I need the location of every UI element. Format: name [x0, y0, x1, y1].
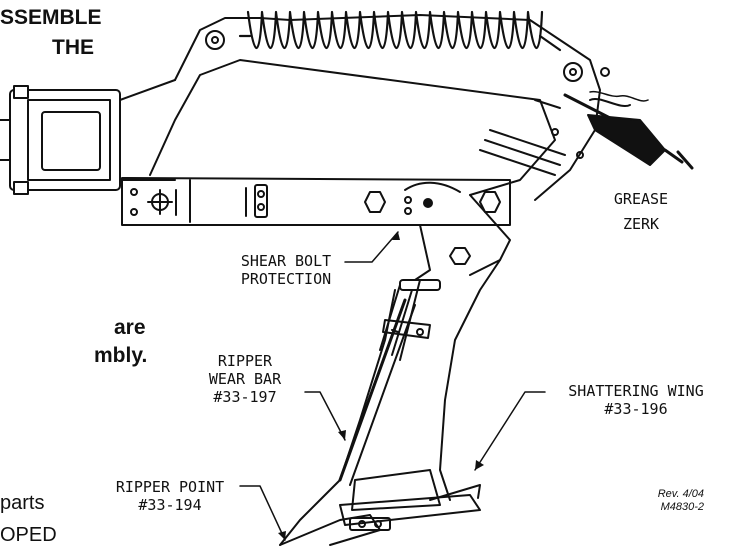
grease-zerk — [563, 90, 694, 170]
ripper-point-label-line-2: #33-194 — [138, 496, 202, 514]
shattering-wing — [339, 469, 481, 526]
shear-bolt-label: SHEAR BOLT PROTECTION — [228, 252, 344, 288]
instruction-text-line-5: parts — [0, 492, 45, 514]
ripper-wear-bar — [338, 298, 416, 486]
wear-bar-label-line-2: WEAR BAR — [208, 370, 282, 388]
instruction-text-line-6: OPED — [0, 524, 57, 546]
wear-bar-leader — [304, 391, 346, 441]
shattering-wing-label-line-1: SHATTERING WING — [568, 382, 704, 400]
shattering-wing-leader — [474, 391, 546, 471]
shank-plate — [121, 177, 511, 276]
wear-bar-label-line-1: RIPPER — [217, 352, 273, 370]
shattering-wing-label-line-2: #33-196 — [604, 400, 668, 418]
instruction-text-line-4: mbly. — [94, 344, 148, 367]
ripper-point-label-line-1: RIPPER POINT — [115, 478, 225, 496]
ripper-point — [279, 479, 391, 546]
wear-bar-label-line-3: #33-197 — [213, 388, 277, 406]
spring — [238, 10, 562, 52]
instruction-text-line-1: SSEMBLE — [0, 6, 102, 29]
shear-bolt-leader — [344, 231, 399, 263]
shear-bolt-label-line-2: PROTECTION — [240, 270, 332, 288]
ripper-point-label: RIPPER POINT #33-194 — [100, 478, 240, 514]
grease-zerk-label-line-2: ZERK — [622, 215, 660, 233]
ripper-point-leader — [239, 485, 286, 541]
shear-bolt-label-line-1: SHEAR BOLT — [240, 252, 332, 270]
toolbar-clamp — [0, 79, 176, 195]
shattering-wing-label: SHATTERING WING #33-196 — [548, 382, 724, 418]
wear-bar-label: RIPPER WEAR BAR #33-197 — [186, 352, 304, 406]
grease-zerk-label-line-1: GREASE — [613, 190, 669, 208]
shank — [339, 224, 501, 501]
revision-date: Rev. 4/04 — [657, 488, 704, 500]
grease-zerk-label: GREASE ZERK — [596, 190, 686, 233]
leader-lines — [239, 231, 546, 541]
instruction-text-line-3: are — [114, 316, 146, 339]
instruction-text-line-2: THE — [52, 36, 94, 59]
revision-stamp: Rev. 4/04 M4830-2 — [620, 488, 704, 514]
drawing-code: M4830-2 — [660, 501, 704, 513]
